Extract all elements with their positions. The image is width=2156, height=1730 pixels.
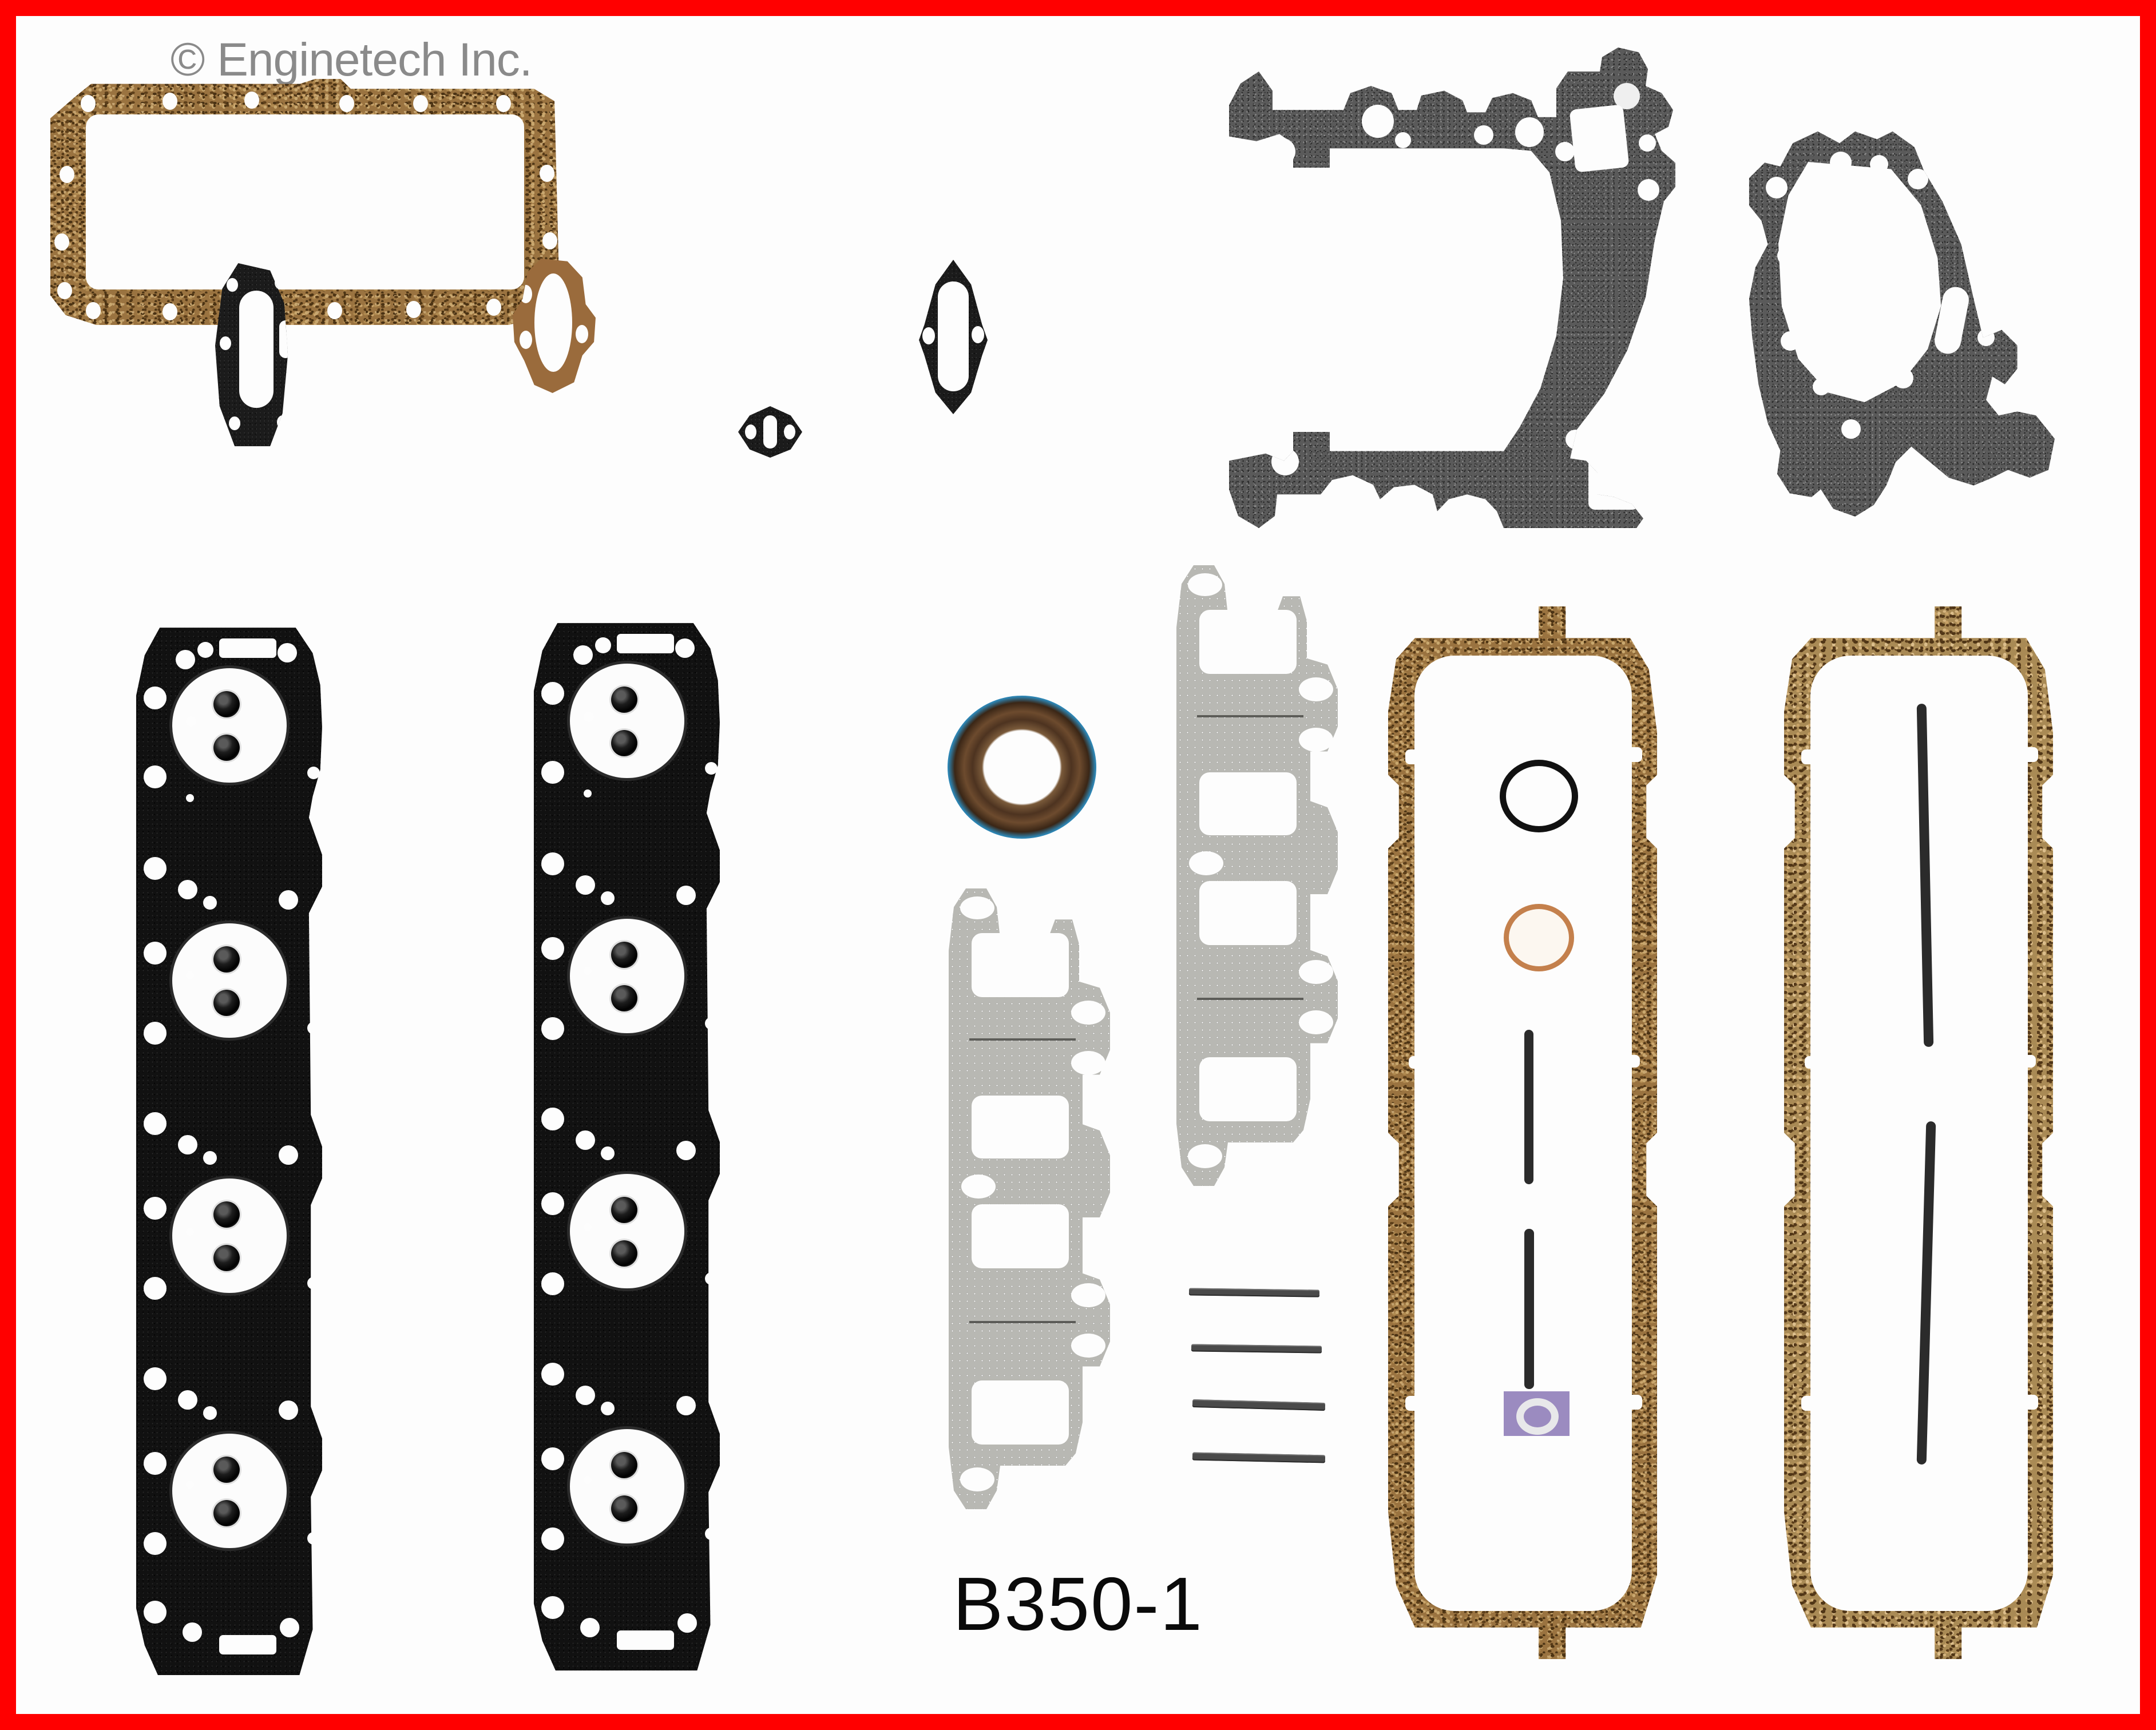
oil-pan-gasket-opening — [86, 114, 524, 289]
push-rod-seal-strips — [1188, 1283, 1326, 1466]
part-number-label: B350-1 — [953, 1562, 1203, 1646]
valve-cover-gasket-left — [1388, 606, 1657, 1659]
water-pump-gasket — [1749, 131, 2055, 517]
crankshaft-seal — [948, 696, 1096, 839]
exhaust-manifold-gasket — [949, 888, 1120, 1509]
oil-seal-washer — [1504, 1391, 1570, 1436]
head-gasket-left — [133, 621, 322, 1683]
timing-cover-gasket — [1229, 47, 1675, 528]
rear-main-rope-seal — [1524, 1030, 1533, 1184]
intake-manifold-gasket — [1176, 565, 1348, 1186]
valve-cover-gasket-right — [1784, 606, 2053, 1659]
seal-strip — [1191, 1344, 1322, 1354]
seal-strip — [1192, 1452, 1326, 1463]
water-outlet-gasket — [919, 260, 988, 414]
seal-strip — [1192, 1399, 1326, 1411]
rear-main-rope-seal — [1524, 1229, 1534, 1389]
product-photo-canvas: © Enginetech Inc. — [16, 16, 2140, 1714]
seal-strip — [1188, 1288, 1320, 1298]
oil-pan-gasket — [50, 79, 560, 325]
valve-cover-o-ring — [1500, 760, 1578, 832]
head-gasket-right — [531, 617, 720, 1678]
copper-sealing-washer — [1504, 904, 1574, 971]
copyright-notice: © Enginetech Inc. — [171, 34, 532, 86]
oil-pump-gasket — [215, 263, 288, 446]
small-port-gasket — [738, 406, 802, 458]
fuel-pump-gasket — [513, 259, 596, 393]
